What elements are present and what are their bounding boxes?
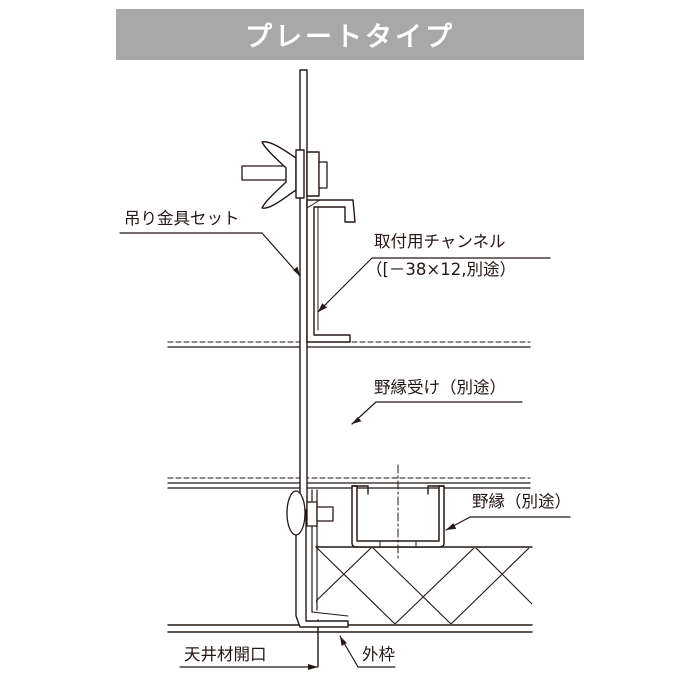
label-ceiling-opening: 天井材開口 [184, 645, 267, 664]
label-channel-spec: （[－38×12,別途） [366, 260, 516, 279]
mounting-channel-shape [307, 200, 355, 342]
wing-bolt-top [242, 142, 327, 208]
hanger-plate [300, 70, 307, 510]
nobuchi-uke-lines [168, 342, 530, 488]
diagram-title: プレートタイプ [245, 22, 455, 53]
label-nobuchi-uke: 野縁受け（別途） [374, 378, 506, 397]
nobuchi-c-channel [352, 465, 444, 560]
label-hanger-set: 吊り金具セット [124, 209, 240, 228]
lower-bolt [287, 491, 333, 535]
label-mounting-channel: 取付用チャンネル [374, 232, 506, 251]
ceiling-board [168, 547, 552, 666]
label-nobuchi: 野縁（別途） [472, 492, 571, 511]
title-bar: プレートタイプ [116, 9, 584, 60]
leader-arrowheads [293, 266, 457, 670]
label-outer-frame: 外枠 [362, 645, 395, 664]
leader-lines [120, 233, 570, 667]
